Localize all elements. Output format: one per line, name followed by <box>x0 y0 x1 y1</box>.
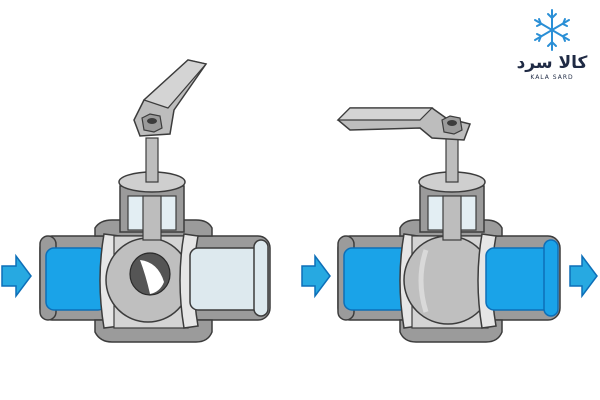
valve-housing <box>94 219 213 343</box>
handle-top-face <box>142 59 208 109</box>
handle-top-face <box>336 107 434 121</box>
stem-upper <box>445 137 459 183</box>
valve-stem <box>442 195 462 241</box>
pipe-end-right <box>543 239 559 317</box>
ball-shade <box>418 249 429 313</box>
brand-logo: کالا سرد KALA SARD <box>510 8 594 84</box>
flow-outlet <box>189 247 263 311</box>
ball-bore-highlight <box>140 260 164 294</box>
snowflake-icon <box>534 9 570 51</box>
stem-upper <box>145 137 159 183</box>
valve-closed <box>301 107 598 343</box>
inflow-arrow-icon <box>301 253 331 299</box>
valve-housing <box>399 219 503 343</box>
logo-subtext: KALA SARD <box>530 74 574 81</box>
flow-inlet <box>45 247 107 311</box>
pipe-end-right <box>253 239 269 317</box>
stem-nut-hole <box>147 118 157 124</box>
inflow-arrow-icon <box>1 253 32 299</box>
stem-nut-hole <box>447 120 457 126</box>
flow-outlet <box>485 247 553 311</box>
valve-stem <box>142 195 162 241</box>
outflow-arrow-icon <box>569 253 598 299</box>
valve-open <box>1 59 271 343</box>
logo-text: کالا سرد <box>516 53 588 73</box>
